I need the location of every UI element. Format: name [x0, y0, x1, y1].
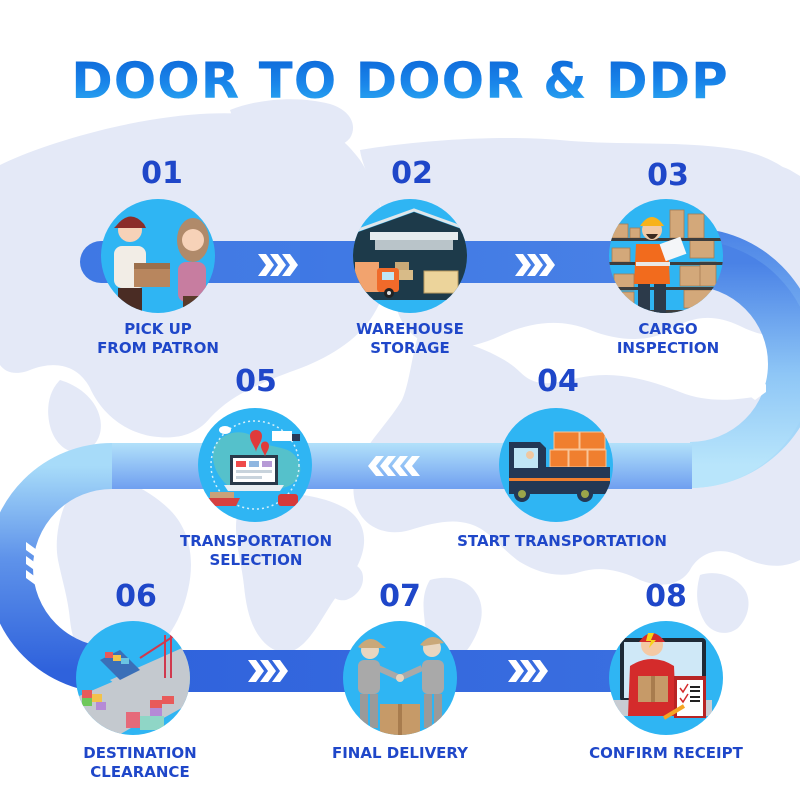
step-number-03: 03 [647, 158, 689, 193]
row2-left-chevrons-icon [368, 456, 420, 476]
row3b-right-chevrons-icon [508, 660, 548, 682]
step-label-06: DESTINATION CLEARANCE [83, 744, 197, 781]
loaded-truck-icon [499, 408, 613, 522]
row3-right-chevrons-icon [248, 660, 288, 682]
page-title: DOOR TO DOOR & DDP [0, 52, 800, 110]
left-down-chevrons-icon [26, 542, 48, 586]
step-label-05: TRANSPORTATION SELECTION [180, 532, 332, 569]
step-label-04: START TRANSPORTATION [457, 532, 667, 550]
courier-checklist-icon [609, 621, 723, 735]
step-label-03: CARGO INSPECTION [616, 320, 720, 357]
step-number-08: 08 [645, 579, 687, 614]
worker-inspecting-shelves-icon [609, 199, 723, 313]
step-number-06: 06 [115, 579, 157, 614]
step-number-04: 04 [537, 364, 579, 399]
step-number-07: 07 [379, 579, 421, 614]
warehouse-truck-icon [353, 199, 467, 313]
step-number-01: 01 [141, 156, 183, 191]
row1b-right-chevrons-icon [515, 254, 555, 276]
right-u-turn [689, 240, 800, 488]
step-number-02: 02 [391, 156, 433, 191]
step-label-07: FINAL DELIVERY [331, 744, 469, 762]
right-down-chevrons-icon [744, 356, 766, 400]
row1-right-chevrons-icon [258, 254, 298, 276]
port-container-ship-icon [76, 621, 190, 735]
logistics-network-laptop-icon [198, 408, 312, 522]
step-label-02: WAREHOUSE STORAGE [356, 320, 464, 357]
step-label-01: PICK UP FROM PATRON [97, 320, 219, 357]
handshake-delivery-icon [343, 621, 457, 735]
step-number-05: 05 [235, 364, 277, 399]
step-label-08: CONFIRM RECEIPT [589, 744, 743, 762]
left-u-turn [0, 443, 113, 693]
